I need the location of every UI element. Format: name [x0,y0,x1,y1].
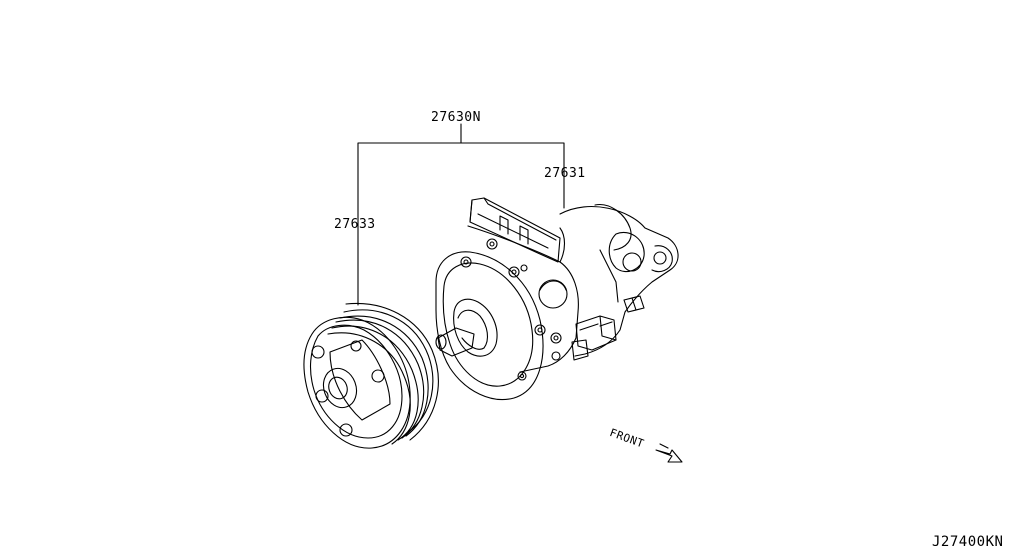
clutch-pulley-27633 [303,302,439,449]
part-number-assembly: 27630N [431,110,481,125]
front-arrow-icon [655,443,683,463]
compressor-27631 [435,197,679,400]
part-number-clutch: 27633 [334,217,376,232]
leader-lines [357,123,565,306]
diagram-code: J27400KN [932,534,1004,550]
part-number-compressor: 27631 [544,166,586,181]
